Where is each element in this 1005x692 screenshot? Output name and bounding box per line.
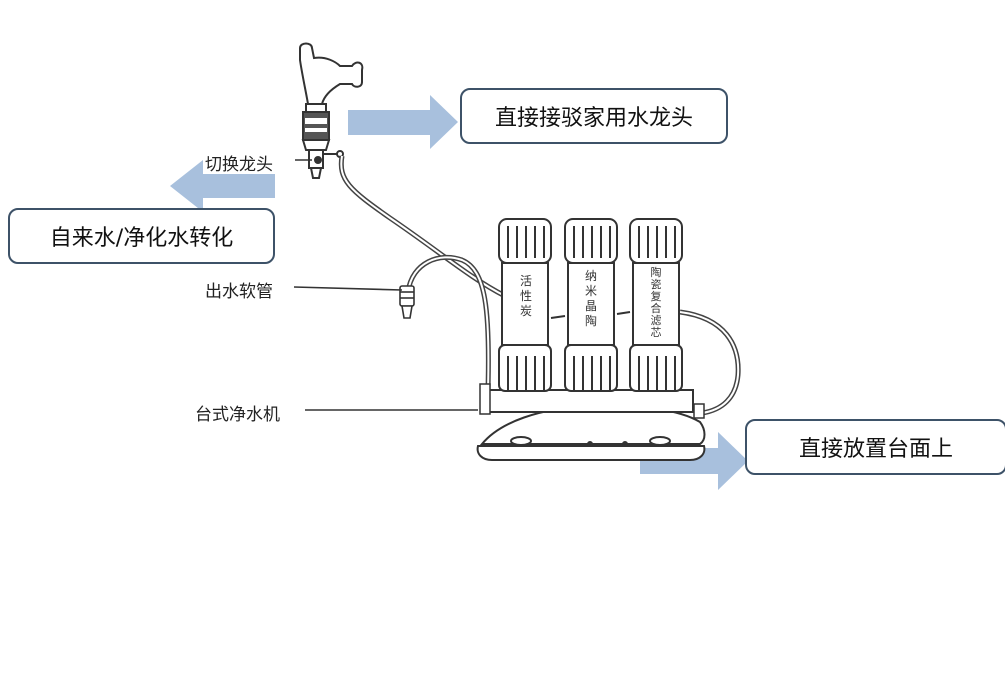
callout-countertop: 直接放置台面上	[745, 419, 1005, 475]
cartridge-left-char: 性	[520, 289, 532, 303]
arrow-left-switch	[170, 160, 275, 212]
faucet-icon	[299, 42, 364, 179]
cartridge-left	[498, 218, 552, 392]
cartridge-right-char: 瓷	[651, 277, 662, 291]
outlet-hose	[405, 254, 491, 391]
outlet-nozzle	[399, 285, 415, 319]
cartridge-middle-char: 晶	[585, 299, 597, 313]
arrow-right-faucet	[348, 95, 458, 149]
cartridge-right-char: 陶	[651, 265, 662, 279]
purifier-base	[476, 389, 706, 461]
cartridge-middle-char: 纳	[585, 269, 597, 283]
label-outlet-hose: 出水软管	[205, 282, 273, 302]
cartridge-left-char: 活	[520, 274, 532, 288]
arrow-right-countertop	[640, 432, 748, 490]
cartridge-right-char: 合	[651, 301, 662, 315]
cartridge-right-char: 芯	[651, 325, 662, 339]
cartridge-right	[629, 218, 683, 392]
cartridge-middle	[564, 218, 618, 392]
supply-hose	[338, 155, 507, 299]
label-switch-tap: 切换龙头	[205, 155, 273, 175]
cartridge-link-right	[616, 311, 631, 315]
cartridge-right-char: 滤	[651, 314, 662, 327]
base-inlet-fitting	[479, 383, 491, 415]
cartridge-middle-char: 米	[585, 284, 597, 298]
callout-tap-switch: 自来水/净化水转化	[8, 208, 275, 264]
cartridge-link-left	[550, 315, 566, 319]
cartridge-middle-char: 陶	[585, 313, 597, 328]
cartridge-left-char: 炭	[520, 304, 532, 318]
outlet-hose-leader	[293, 286, 403, 291]
side-fitting	[693, 403, 705, 419]
label-desktop-purifier: 台式净水机	[195, 405, 280, 425]
callout-faucet-connect: 直接接驳家用水龙头	[460, 88, 728, 144]
cartridge-right-char: 复	[651, 289, 662, 303]
